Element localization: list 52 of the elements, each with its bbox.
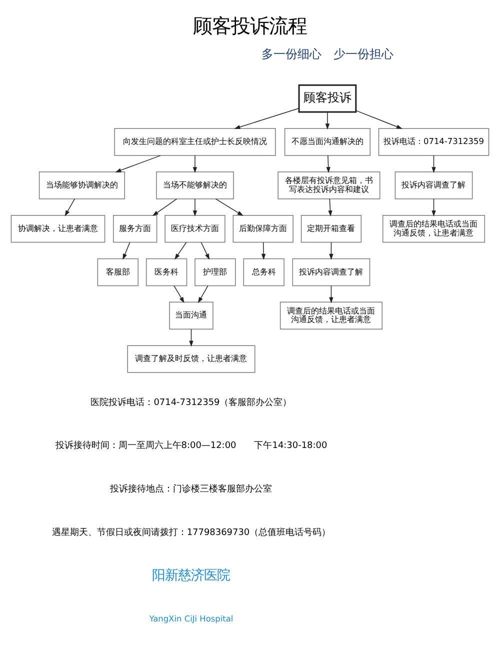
- node-box: 后勤保障方面: [232, 214, 294, 243]
- arrow: [329, 285, 334, 304]
- node-box: 当面沟通: [169, 302, 214, 330]
- node-box: 当场不能够解决的: [156, 172, 234, 200]
- arrow: [115, 155, 161, 172]
- arrow: [192, 155, 198, 174]
- arrow: [152, 198, 178, 216]
- node-box: 定期开箱查看: [300, 214, 362, 243]
- label: YangXin CiJi Hospital: [149, 614, 234, 624]
- diagram-title: 顾客投诉流程: [193, 14, 307, 38]
- arrow: [64, 198, 76, 216]
- label: 遇星期天、节假日或夜间请拨打：17798369730（总值班电话号码）: [52, 528, 331, 538]
- node-box: 总务科: [243, 258, 284, 286]
- arrow: [215, 198, 244, 216]
- label: 医院投诉电话：0714-7312359（客服部办公室）: [90, 398, 292, 408]
- arrow: [234, 108, 300, 130]
- arrow: [200, 242, 210, 260]
- node-box: 调查后的结果电话或当面沟通反馈，让患者满意: [382, 214, 486, 243]
- arrow: [356, 110, 402, 129]
- node-box: 医疗技术方面: [164, 214, 226, 243]
- arrow: [432, 198, 436, 216]
- node-box: 向发生问题的科室主任或护士长反映情况: [114, 128, 276, 156]
- node-box: 医务科: [146, 258, 188, 286]
- node-box: 投诉电话：0714-7312359: [378, 128, 490, 156]
- label: 投诉接待时间：周一至周六上午8:00—12:00 下午14:30-18:00: [55, 441, 328, 452]
- arrow: [261, 242, 266, 260]
- node-box: 顾客投诉: [298, 84, 357, 113]
- arrow: [198, 285, 208, 304]
- arrow: [326, 155, 330, 174]
- node-box: 协调解决，让患者满意: [10, 214, 106, 243]
- node-box: 调查后的结果电话或当面沟通反馈，让患者满意: [280, 302, 382, 330]
- arrow: [325, 112, 330, 130]
- arrow: [174, 242, 187, 260]
- arrow: [122, 242, 130, 260]
- node-box: 投诉内容调查了解: [394, 172, 473, 200]
- label: 多一份细心 少一份担心: [261, 47, 394, 62]
- node-box: 不愿当面沟通解决的: [284, 128, 370, 156]
- label: 投诉接待地点：门诊楼三楼客服部办公室: [110, 484, 272, 495]
- arrow: [192, 198, 198, 216]
- node-box: 护理部: [194, 258, 236, 286]
- arrow: [432, 155, 436, 174]
- arrow: [328, 198, 332, 216]
- node-box: 客服部: [97, 258, 138, 286]
- node-box: 投诉内容调查了解: [292, 258, 370, 286]
- node-box: 各楼层有投诉意见箱，书写表达投诉内容和建议: [278, 172, 380, 200]
- node-box: 调查了解及时反馈，让患者满意: [127, 345, 256, 373]
- label: 阳新慈济医院: [152, 567, 230, 584]
- node-box: 服务方面: [113, 214, 158, 243]
- arrow: [174, 285, 184, 304]
- arrow: [329, 242, 334, 260]
- node-box: 当场能够协调解决的: [38, 172, 125, 200]
- arrow: [189, 328, 194, 347]
